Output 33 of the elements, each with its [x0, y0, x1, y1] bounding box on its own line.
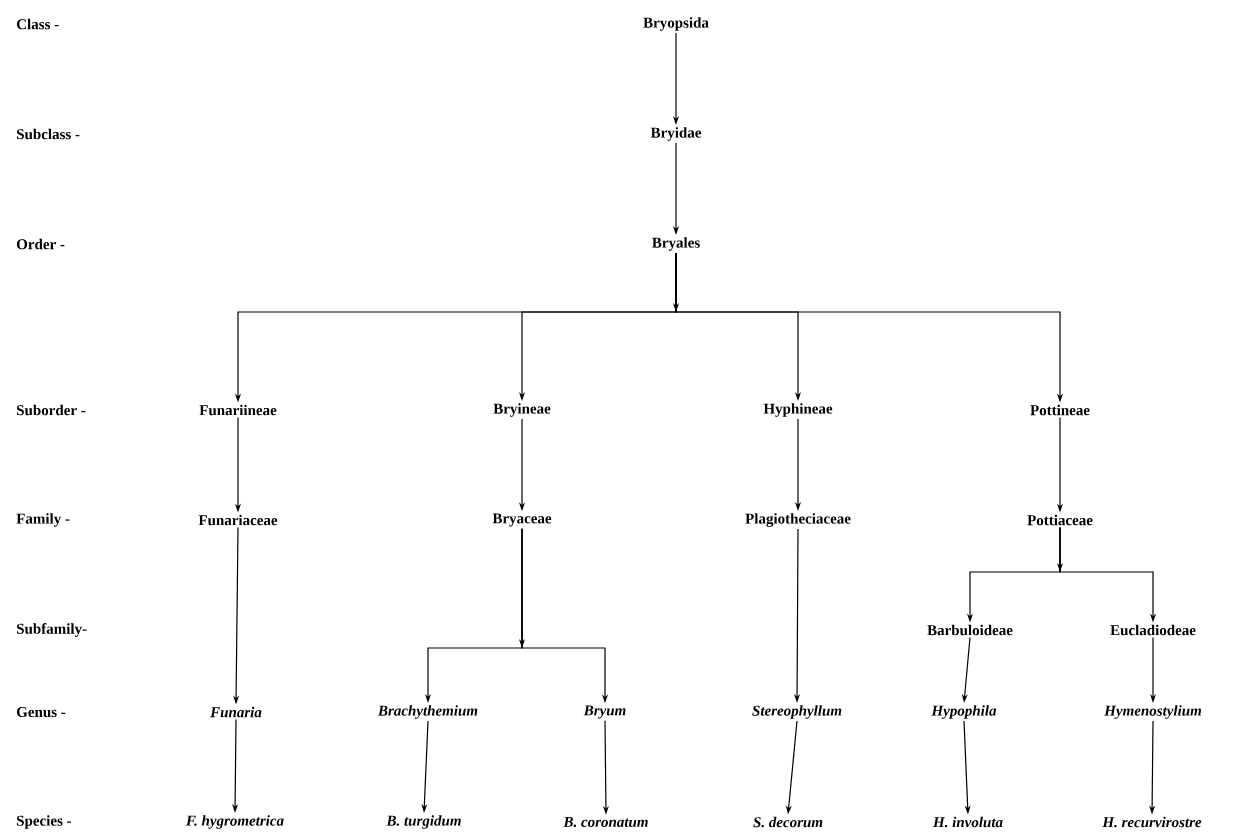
taxon-name: Funariaceae	[198, 514, 278, 526]
taxon-name: Pottineae	[1030, 404, 1090, 416]
rank-label: Class -	[16, 18, 59, 30]
rank-label: Order -	[16, 238, 65, 250]
rank-label: Species -	[17, 815, 72, 829]
taxon-name: H. recurvirostre	[1102, 816, 1202, 828]
rank-label: Suborder -	[17, 404, 86, 416]
taxon-name: B. coronatum	[563, 817, 648, 828]
rank-label: Subfamily-	[17, 623, 87, 637]
taxon-name: Barbuloideae	[927, 624, 1013, 636]
taxon-name: Hyphineae	[763, 403, 833, 417]
taxon-name: B. turgidum	[386, 815, 461, 829]
taxon-name: Hymenostylium	[1104, 705, 1202, 719]
taxon-name: Bryidae	[650, 127, 702, 141]
rank-label: Genus -	[16, 706, 66, 718]
taxon-name: F. hygrometrica	[185, 815, 284, 829]
taxon-name: Pottiaceae	[1027, 514, 1093, 526]
taxon-name: S. decorum	[753, 816, 823, 828]
taxon-name: Stereophyllum	[752, 705, 842, 719]
taxon-name: Hypophila	[931, 705, 997, 719]
taxon-name: Plagiotheciaceae	[745, 513, 851, 527]
taxon-name: Funariineae	[199, 404, 277, 416]
taxon-name: H. involuta	[932, 816, 1003, 828]
taxon-name: Funaria	[210, 706, 262, 718]
rank-label: Family -	[16, 513, 70, 527]
rank-label: Subclass -	[17, 128, 80, 140]
taxon-name: Bryopsida	[643, 17, 709, 31]
taxon-name: Bryum	[583, 705, 626, 719]
taxon-name: Bryineae	[493, 403, 551, 417]
taxon-name: Bryales	[652, 237, 700, 251]
taxon-name: Brachythemium	[377, 705, 478, 719]
taxon-name: Eucladiodeae	[1110, 624, 1196, 636]
taxon-name: Bryaceae	[492, 513, 552, 527]
